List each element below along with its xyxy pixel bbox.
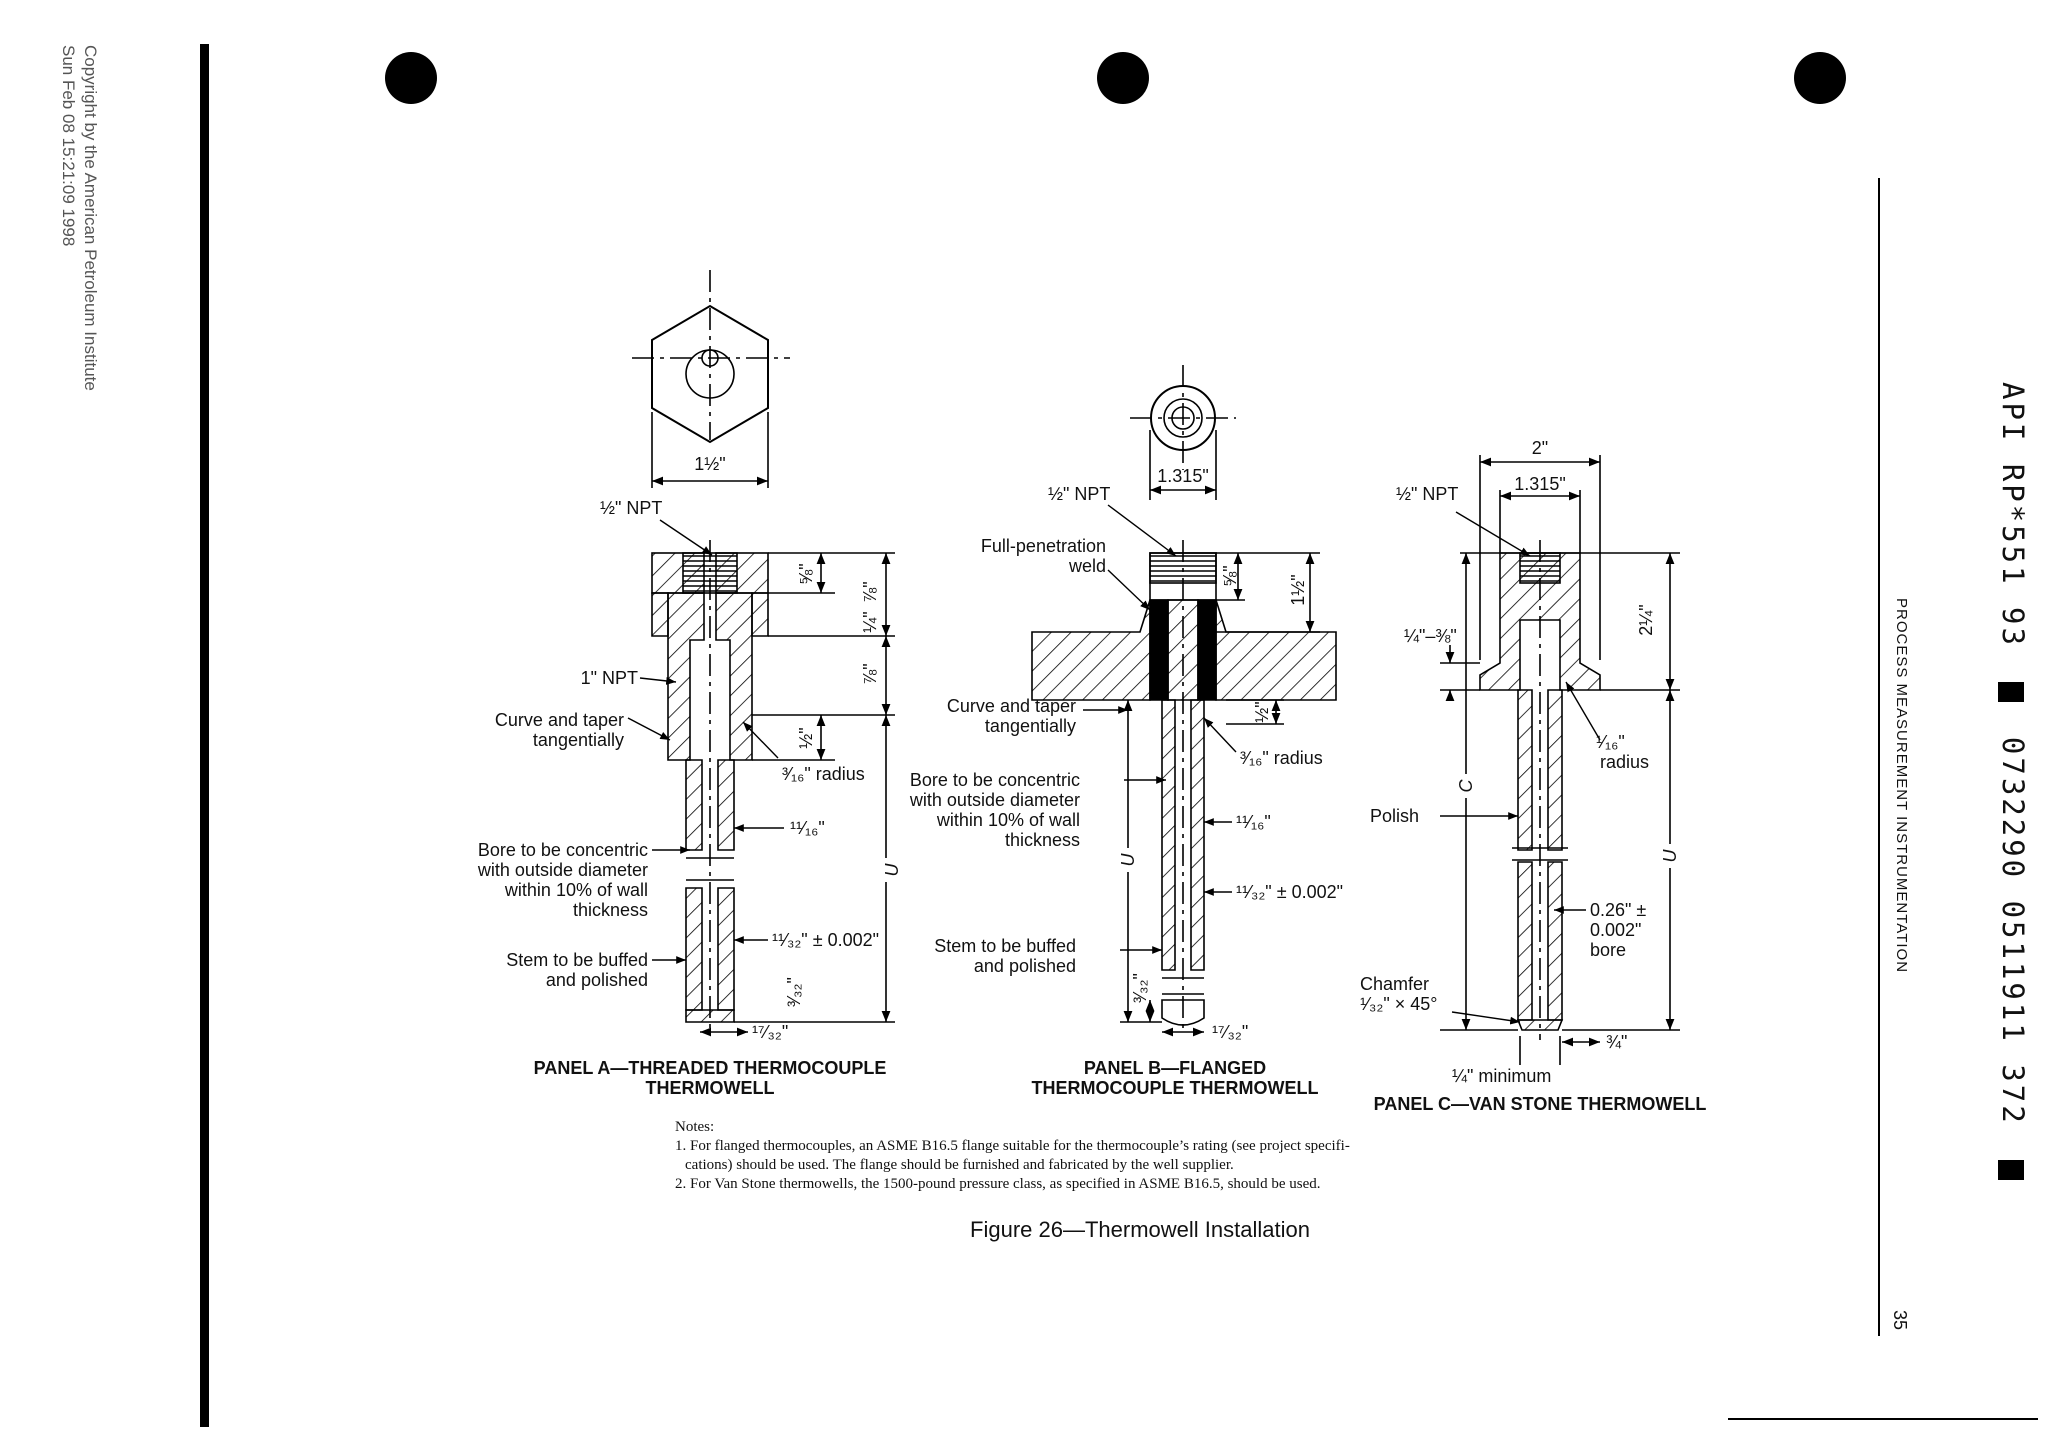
panel-b-bore-3: within 10% of wall (936, 810, 1080, 830)
panel-a-bore-3: within 10% of wall (504, 880, 648, 900)
panel-c-min: ¼" minimum (1452, 1066, 1552, 1086)
panel-c-chamfer-1: Chamfer (1360, 974, 1430, 994)
note-1-line-2: cations) should be used. The flange shou… (685, 1157, 1234, 1173)
panel-a-dim-u: U (882, 858, 902, 882)
panel-a-dim-12: ½" (796, 727, 816, 749)
panel-a-title: PANEL A—THREADED THERMOCOUPLE THERMOWELL (520, 1058, 900, 1098)
panel-c-dim-214: 2¼" (1636, 604, 1656, 636)
panel-a-bore-1: Bore to be concentric (477, 840, 648, 860)
panel-b-weld-1: Full-penetration (980, 536, 1106, 556)
panel-b-dim-332: ³⁄₃₂" (1130, 973, 1150, 1003)
figure-caption: Figure 26—Thermowell Installation (970, 1217, 1310, 1242)
panel-c-tip: ¾" (1606, 1032, 1628, 1052)
panel-a-dim-78b: ⅞" (860, 663, 880, 685)
panel-b-bore-4: thickness (1004, 830, 1080, 850)
panel-a-hex-width: 1½" (694, 454, 726, 474)
leader-lines (627, 504, 1601, 1025)
panel-a-npt-half: ½" NPT (600, 498, 663, 518)
panel-b-bore-2: with outside diameter (909, 790, 1080, 810)
panel-a-stem-2: and polished (545, 970, 648, 990)
panel-b-dim-12: ½" (1252, 701, 1272, 723)
panel-a-stem-1: Stem to be buffed (506, 950, 648, 970)
panel-b-dim-58: ⅝" (1220, 565, 1240, 587)
panel-c-title: PANEL C—VAN STONE THERMOWELL (1373, 1094, 1707, 1114)
panel-a-dim-14: ¼" (860, 611, 880, 633)
panel-c-lap: ¼"–⅜" (1404, 626, 1457, 646)
panel-a-title-line-2: THERMOWELL (645, 1078, 775, 1098)
panel-b-od-top: 1.315" (1157, 466, 1209, 486)
panel-c-polish: Polish (1370, 806, 1420, 826)
panel-c-bore-1: 0.26" ± (1590, 900, 1647, 920)
panel-b-radius: ³⁄₁₆" radius (1240, 748, 1323, 768)
note-2: 2. For Van Stone thermowells, the 1500-p… (675, 1176, 1321, 1192)
panel-b-title-line-1: PANEL B—FLANGED (1083, 1058, 1267, 1078)
panel-b-npt-half: ½" NPT (1048, 484, 1111, 504)
panel-b-bore-dia: ¹¹⁄₃₂" ± 0.002" (1236, 882, 1344, 902)
panel-a-drawing (632, 270, 895, 1037)
panel-c-drawing (1440, 455, 1680, 1065)
panel-c-npt-half: ½" NPT (1396, 484, 1459, 504)
panel-a-bore-2: with outside diameter (477, 860, 648, 880)
panel-c-chamfer-2: ¹⁄₃₂" × 45° (1360, 994, 1438, 1014)
panel-b-dim-u: U (1118, 848, 1138, 872)
panel-b-stem-2: and polished (973, 956, 1076, 976)
punch-hole-center (1097, 52, 1149, 104)
left-margin-bar (200, 44, 209, 1427)
figure-notes: Notes: 1. For flanged thermocouples, an … (675, 1118, 1505, 1194)
panel-a-od: ¹¹⁄₁₆" (790, 818, 825, 838)
panel-b-od: ¹¹⁄₁₆" (1236, 812, 1271, 832)
panel-c-radius-2: radius (1600, 752, 1650, 772)
panel-b-dim-112: 1½" (1288, 574, 1308, 606)
note-1-line-1: 1. For flanged thermocouples, an ASME B1… (675, 1138, 1350, 1154)
panel-c-od-top: 1.315" (1514, 474, 1566, 494)
panel-a-tip: ¹⁷⁄₃₂" (752, 1022, 789, 1042)
panel-c-dim-u: U (1660, 844, 1680, 868)
panel-a-radius: ³⁄₁₆" radius (782, 764, 865, 784)
panel-a-dim-58: ⅝" (796, 563, 816, 585)
panel-b-weld-2: weld (1068, 556, 1106, 576)
panel-b-title: PANEL B—FLANGED THERMOCOUPLE THERMOWELL (1010, 1058, 1340, 1098)
panel-b-drawing (1031, 365, 1337, 1037)
panel-a-title-line-1: PANEL A—THREADED THERMOCOUPLE (533, 1058, 887, 1078)
panel-c-dim-c: C (1456, 774, 1476, 798)
panel-b-curve-1: Curve and taper (946, 696, 1076, 716)
panel-c-bore-3: bore (1590, 940, 1627, 960)
punch-hole-left (385, 52, 437, 104)
panel-a-dim-78a: ⅞" (860, 581, 880, 603)
panel-b-curve-2: tangentially (984, 716, 1076, 736)
bottom-right-rule (1728, 1418, 2038, 1420)
notes-heading: Notes: (675, 1119, 715, 1135)
panel-a-bore-dia: ¹¹⁄₃₂" ± 0.002" (772, 930, 880, 950)
punch-hole-right (1794, 52, 1846, 104)
panel-b-title-line-2: THERMOCOUPLE THERMOWELL (1031, 1078, 1319, 1098)
panel-c-bore-2: 0.002" (1590, 920, 1642, 940)
panel-a-dim-332: ³⁄₃₂" (784, 977, 804, 1007)
panel-c-dim-2: 2" (1531, 438, 1549, 458)
panel-a-npt-one: 1" NPT (580, 668, 638, 688)
right-rule (1878, 178, 1880, 1336)
panel-c-radius-1: ¹⁄₁₆" (1596, 732, 1625, 752)
panel-a-curve-2: tangentially (532, 730, 624, 750)
panel-b-tip: ¹⁷⁄₃₂" (1212, 1022, 1249, 1042)
panel-b-bore-1: Bore to be concentric (909, 770, 1080, 790)
panel-a-bore-4: thickness (572, 900, 648, 920)
panel-b-stem-1: Stem to be buffed (934, 936, 1076, 956)
panel-a-curve-1: Curve and taper (494, 710, 624, 730)
